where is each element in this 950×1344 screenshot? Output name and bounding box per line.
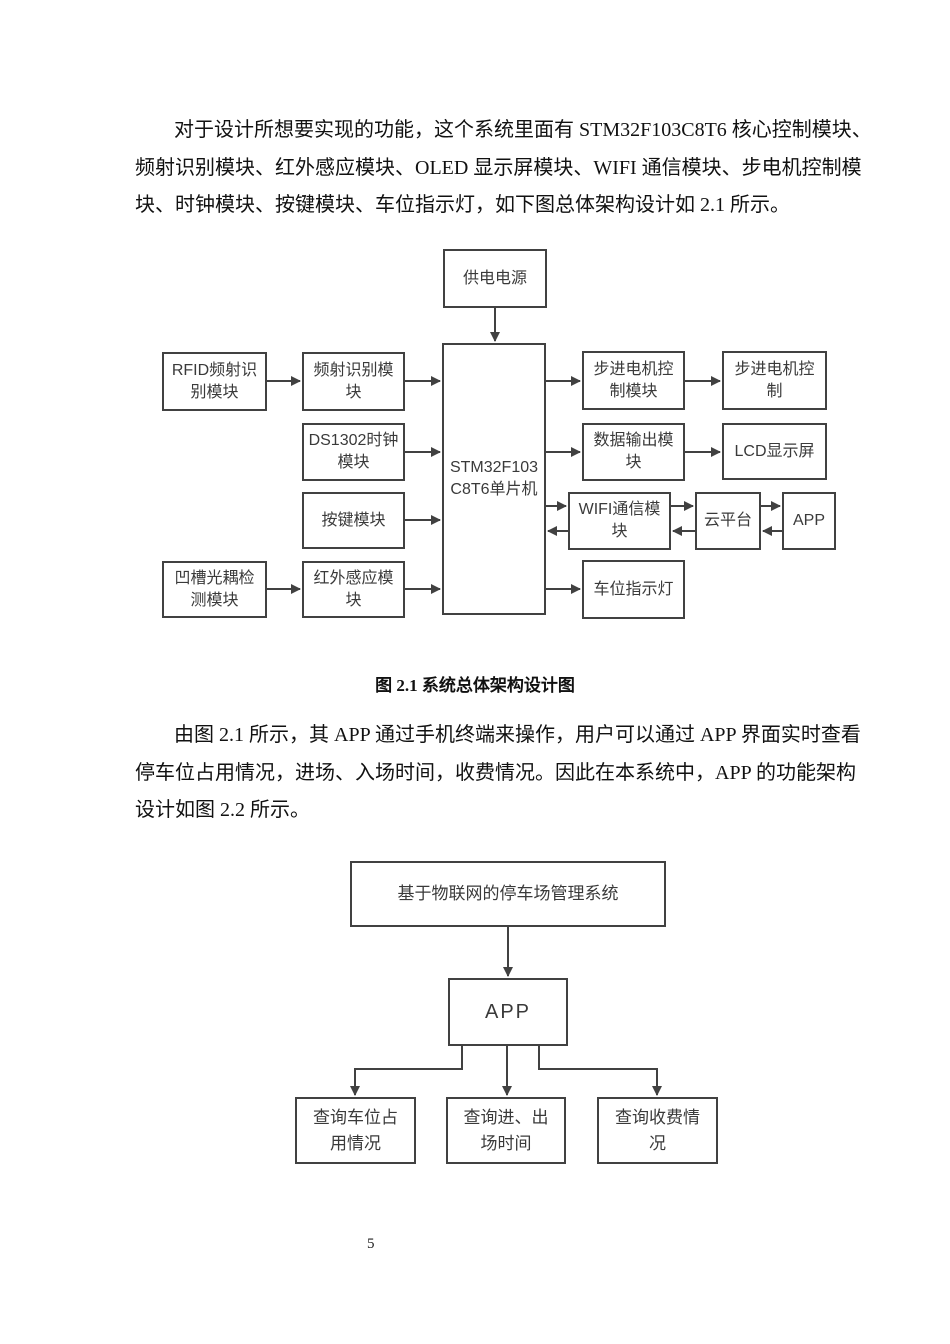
box-rf-ident-module: 频射识别模 块 (302, 352, 405, 411)
box-app: APP (782, 492, 836, 550)
paragraph-1-line-2: 频射识别模块、红外感应模块、OLED 显示屏模块、WIFI 通信模块、步电机控制… (135, 156, 862, 179)
box-ds1302-clock: DS1302时钟 模块 (302, 423, 405, 481)
paragraph-2-line-1: 由图 2.1 所示，其 APP 通过手机终端来操作，用户可以通过 APP 界面实… (174, 724, 861, 746)
figure-2-1-caption: 图 2.1 系统总体架构设计图 (375, 676, 575, 695)
paragraph-1: 对于设计所想要实现的功能，这个系统里面有 STM32F103C8T6 核心控制模… (135, 112, 872, 225)
box-keypad: 按键模块 (302, 492, 405, 549)
box-lcd-display: LCD显示屏 (722, 423, 827, 480)
paragraph-2-line-3: 设计如图 2.2 所示。 (135, 799, 310, 821)
box-rfid-module: RFID频射识 别模块 (162, 352, 267, 411)
paragraph-2: 由图 2.1 所示，其 APP 通过手机终端来操作，用户可以通过 APP 界面实… (135, 717, 865, 830)
box-parking-indicator: 车位指示灯 (582, 560, 685, 619)
box-iot-parking-system: 基于物联网的停车场管理系统 (350, 861, 666, 927)
box-stepper-control-module: 步进电机控 制模块 (582, 351, 685, 410)
paragraph-2-line-2: 停车位占用情况，进场、入场时间，收费情况。因此在本系统中，APP 的功能架构 (135, 761, 856, 784)
box-app-node: APP (448, 978, 568, 1046)
box-data-output-module: 数据输出模 块 (582, 423, 685, 481)
box-wifi-module: WIFI通信模 块 (568, 492, 671, 550)
box-cloud-platform: 云平台 (695, 492, 761, 550)
paragraph-1-line-1: 对于设计所想要实现的功能，这个系统里面有 STM32F103C8T6 核心控制模… (174, 119, 872, 141)
paragraph-1-line-3: 块、时钟模块、按键模块、车位指示灯，如下图总体架构设计如 2.1 所示。 (135, 194, 790, 216)
box-stepper-control: 步进电机控 制 (722, 351, 827, 410)
page-number: 5 (367, 1236, 375, 1252)
box-power-supply: 供电电源 (443, 249, 547, 308)
box-query-entry-exit-time: 查询进、出 场时间 (446, 1097, 566, 1164)
box-slot-optocoupler: 凹槽光耦检 测模块 (162, 561, 267, 618)
box-mcu: STM32F103 C8T6单片机 (442, 343, 546, 615)
box-query-fee-status: 查询收费情 况 (597, 1097, 718, 1164)
box-query-parking-occupancy: 查询车位占 用情况 (295, 1097, 416, 1164)
box-infrared-module: 红外感应模 块 (302, 561, 405, 618)
